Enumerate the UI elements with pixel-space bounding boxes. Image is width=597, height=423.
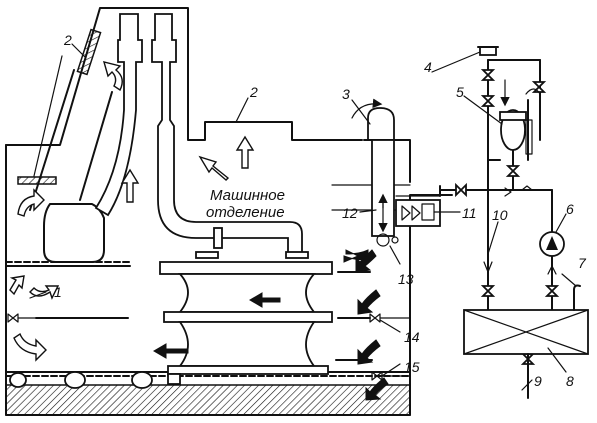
louver-upper <box>76 28 102 76</box>
exhaust-fan-arrows <box>355 249 389 401</box>
callout-13: 13 <box>398 271 414 287</box>
callout-7: 7 <box>578 255 587 271</box>
service-tank <box>463 284 589 355</box>
callout-12: 12 <box>342 205 358 221</box>
room-caption-line1: Машинное <box>210 187 285 204</box>
heater-unit <box>395 195 441 227</box>
callout-10: 10 <box>492 207 508 223</box>
callout-1: 1 <box>54 284 62 300</box>
callout-14: 14 <box>404 329 420 345</box>
flow-arrows-hollow <box>9 61 255 362</box>
callout-6: 6 <box>566 201 574 217</box>
piping-flow-arrows <box>483 185 557 275</box>
fuel-filter <box>487 88 541 161</box>
room-valves <box>7 313 411 381</box>
callout-2-top: 2 <box>249 84 258 100</box>
callout-labels: 1 2 2 3 4 5 6 7 8 9 10 11 12 13 14 15 <box>54 32 587 389</box>
flow-arrows-solid <box>153 249 369 359</box>
vent-cap <box>477 46 499 56</box>
vertical-air-duct <box>371 139 399 247</box>
louver-lower <box>17 176 57 185</box>
uptake-pipe-right <box>151 13 309 259</box>
uptake-pipe-left <box>94 13 143 217</box>
callout-leaders <box>29 43 577 391</box>
room-caption-line2: отделение <box>206 204 285 221</box>
callout-11: 11 <box>462 205 477 221</box>
pump <box>539 231 565 257</box>
callout-3: 3 <box>342 86 350 102</box>
piping-valves <box>455 69 560 365</box>
callout-5: 5 <box>456 84 464 100</box>
main-engine <box>9 261 333 389</box>
callout-4: 4 <box>424 59 432 75</box>
callout-8: 8 <box>566 373 574 389</box>
callout-2-left: 2 <box>63 32 72 48</box>
callout-9: 9 <box>534 373 542 389</box>
callout-15: 15 <box>404 359 420 375</box>
intake-duct <box>29 69 113 263</box>
